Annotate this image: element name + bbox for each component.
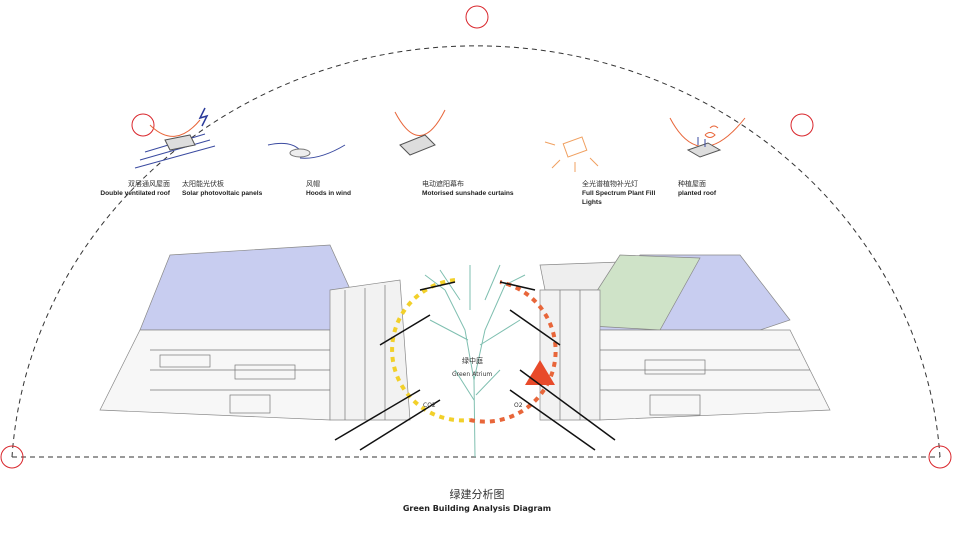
feature-en: Hoods in wind xyxy=(306,190,352,197)
o2-flow-arc xyxy=(469,280,558,424)
feature-cn: 全光谱植物补光灯 xyxy=(582,181,638,188)
feature-en: Double ventilated roof xyxy=(100,190,170,197)
sun-path-arc xyxy=(11,45,941,458)
diagram-title-cn: 绿建分析图 xyxy=(449,488,505,501)
sun-marker xyxy=(0,445,24,469)
feature-en: Solar photovoltaic panels xyxy=(182,190,263,197)
sun-marker xyxy=(790,113,814,137)
atrium-tree xyxy=(424,264,526,458)
feature-cn: 种植屋面 xyxy=(678,181,706,188)
feature-en: Motorised sunshade curtains xyxy=(422,190,514,197)
sun-marker xyxy=(131,113,155,137)
wind-arrows xyxy=(334,281,616,451)
sunshade-icon xyxy=(394,109,446,156)
feature-cn: 电动遮阳幕布 xyxy=(422,181,464,188)
feature-double-ventilated-roof: 双层通风屋面 Double ventilated roof xyxy=(100,180,170,198)
feature-en: Full Spectrum Plant Fill Lights xyxy=(582,190,656,206)
diagram-title-en: Green Building Analysis Diagram xyxy=(402,504,552,513)
feature-solar-panels: 太阳能光伏板 Solar photovoltaic panels xyxy=(182,180,297,198)
right-building xyxy=(539,254,831,421)
co2-label: CO2 xyxy=(423,402,436,409)
feature-wind-hoods: 风帽 Hoods in wind xyxy=(306,180,411,198)
feature-cn: 风帽 xyxy=(306,181,320,188)
co2-flow-arc xyxy=(390,278,471,423)
feature-sunshade-curtains: 电动遮阳幕布 Motorised sunshade curtains xyxy=(422,180,572,198)
feature-cn: 双层通风屋面 xyxy=(128,181,170,188)
plant-light-icon xyxy=(544,136,599,172)
feature-plant-fill-lights: 全光谱植物补光灯 Full Spectrum Plant Fill Lights xyxy=(582,180,670,207)
feature-cn: 太阳能光伏板 xyxy=(182,181,224,188)
o2-label: O2 xyxy=(514,402,523,409)
atrium-label-cn: 绿中庭 xyxy=(462,357,483,365)
atrium-label-en: Green Atrium xyxy=(452,371,493,378)
left-building xyxy=(99,244,411,421)
planted-roof-icon xyxy=(669,117,746,158)
sun-marker xyxy=(465,5,489,29)
sun-marker xyxy=(928,445,952,469)
wind-hood-icon xyxy=(267,142,346,159)
feature-en: planted roof xyxy=(678,190,717,197)
feature-planted-roof: 种植屋面 planted roof xyxy=(678,180,768,198)
ventilated-roof-icon xyxy=(134,107,216,169)
